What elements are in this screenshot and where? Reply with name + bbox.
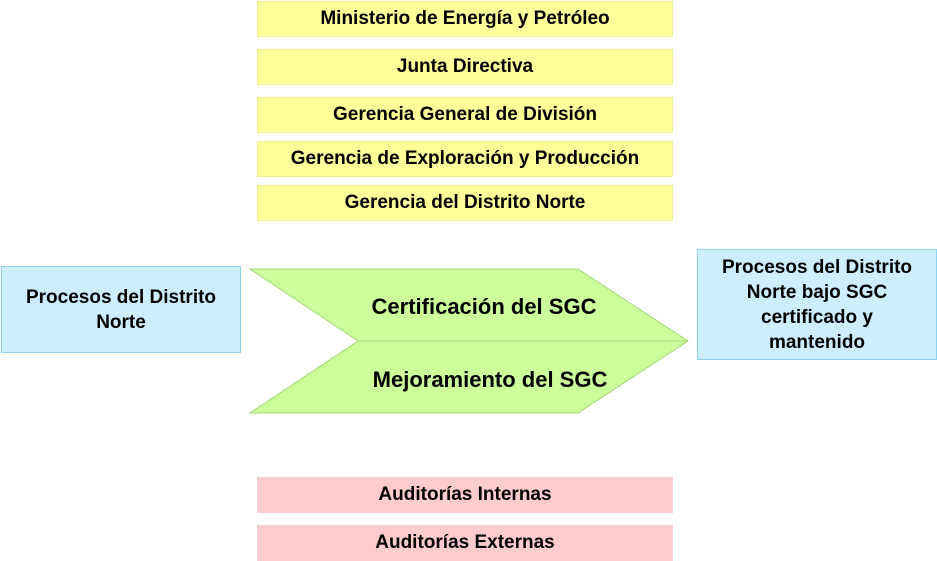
- input-process-box: Procesos del Distrito Norte: [1, 266, 241, 353]
- output-process-line-2: Norte bajo SGC: [746, 281, 888, 303]
- hierarchy-box-gerencia-distrito: Gerencia del Distrito Norte: [257, 185, 673, 221]
- audit-box-externas: Auditorías Externas: [257, 525, 673, 561]
- output-process-line-1: Procesos del Distrito: [721, 256, 913, 278]
- output-process-line-3: certificado y: [761, 306, 873, 328]
- chevron-lower-label: Mejoramiento del SGC: [373, 367, 608, 392]
- hierarchy-box-gerencia-exploracion: Gerencia de Exploración y Producción: [257, 141, 673, 177]
- hierarchy-box-junta: Junta Directiva: [257, 49, 673, 85]
- audit-box-internas: Auditorías Internas: [257, 477, 673, 513]
- input-process-line-2: Norte: [96, 311, 146, 333]
- output-process-box: Procesos del Distrito Norte bajo SGC cer…: [697, 249, 937, 360]
- hierarchy-box-ministerio: Ministerio de Energía y Petróleo: [257, 1, 673, 37]
- input-process-line-1: Procesos del Distrito: [25, 286, 217, 308]
- chevron-upper-label: Certificación del SGC: [372, 294, 597, 319]
- output-process-line-4: mantenido: [768, 331, 866, 353]
- hierarchy-box-gerencia-general: Gerencia General de División: [257, 97, 673, 133]
